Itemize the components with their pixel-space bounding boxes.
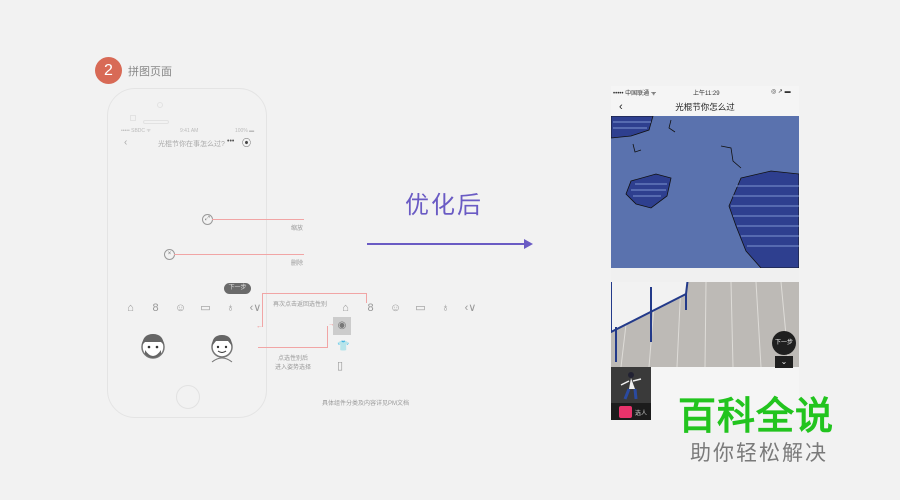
status-carrier: ••••• 中国联通 ᯤ (613, 91, 657, 97)
scene-floor-edge (611, 268, 799, 282)
face-icon[interactable]: ☺ (174, 302, 187, 314)
delete-leader-line (174, 254, 304, 255)
optimized-label: 优化后 (405, 192, 483, 219)
status-time: 9:41 AM (180, 128, 199, 134)
sub-category-face-selected[interactable]: ◉ (333, 317, 351, 335)
next-step-button[interactable]: 下一步 (224, 283, 251, 294)
expand-icon[interactable]: ‹∨ (464, 302, 477, 314)
person-icon[interactable]: 8 (152, 302, 159, 314)
item-icon[interactable]: ♁ (441, 302, 450, 314)
watermark-title: 百科全说 (678, 396, 835, 438)
phone-frame-before (107, 88, 267, 418)
phone-screen-after: ••••• 中国联通 ᯤ 上午11:29 ◎ ↗ ▬ ‹ 光棍节你怎么过 (611, 86, 799, 420)
character-thumbnail[interactable] (611, 367, 651, 403)
enter-pose-annotation: 进入姿势选择 (275, 365, 312, 371)
pants-icon[interactable]: ▯ (337, 360, 344, 372)
reselect-line-left (262, 293, 263, 327)
arrow-left-icon: ← (256, 323, 263, 330)
status-time: 上午11:29 (693, 91, 720, 97)
home-icon[interactable]: ⌂ (342, 302, 349, 314)
step-title: 拼图页面 (128, 66, 172, 78)
brick-wall-illustration (611, 115, 799, 269)
home-button (176, 385, 200, 409)
home-icon[interactable]: ⌂ (127, 302, 134, 314)
scene-floor (611, 250, 799, 368)
status-battery: ◎ ↗ ▬ (771, 89, 791, 95)
person-icon[interactable]: 8 (367, 302, 374, 314)
furniture-icon[interactable]: ▭ (415, 302, 426, 314)
furniture-icon[interactable]: ▭ (200, 302, 211, 314)
phone-sensor (157, 102, 163, 108)
delete-annotation: 删除 (291, 261, 304, 267)
phone-camera (130, 115, 136, 121)
item-icon[interactable]: ♁ (226, 302, 235, 314)
back-icon[interactable]: ‹ (124, 137, 128, 148)
nav-bar-after: ‹ 光棍节你怎么过 (611, 98, 799, 116)
zoom-annotation: 缩放 (291, 226, 304, 232)
transition-arrow-line (367, 243, 525, 245)
select-person-icon[interactable] (619, 406, 632, 418)
phone-speaker (143, 120, 169, 124)
nav-title: 光棍节你怎么过 (675, 102, 735, 112)
record-icon[interactable]: ⦿ (242, 138, 252, 148)
status-battery: 100% ▬ (235, 128, 255, 134)
step-number-badge: 2 (95, 57, 122, 84)
next-step-button[interactable]: 下一步 (772, 331, 796, 355)
male-face-icon[interactable] (137, 330, 169, 362)
reselect-annotation: 再次点击返回选性别 (273, 302, 328, 308)
status-carrier: ••••• SBDC ᯤ (121, 128, 151, 134)
select-person-label: 选人 (635, 411, 648, 417)
collapse-chevron-icon[interactable]: ⌄ (775, 356, 793, 368)
scene-wall-image (611, 115, 799, 269)
status-bar-after: ••••• 中国联通 ᯤ 上午11:29 ◎ ↗ ▬ (611, 86, 799, 98)
arrow-right-icon (524, 239, 533, 249)
face-icon[interactable]: ☺ (389, 302, 402, 314)
reselect-line-top (262, 293, 366, 294)
reselect-line-right (366, 293, 367, 303)
shirt-icon[interactable]: 👕 (337, 341, 350, 352)
pose-line-up (327, 326, 328, 348)
zoom-leader-line (212, 219, 304, 220)
expand-icon[interactable]: ‹∨ (249, 302, 262, 314)
female-face-icon[interactable] (206, 332, 238, 364)
category-bar-before: ⌂ 8 ☺ ▭ ♁ ‹∨ (118, 301, 268, 314)
dancing-figure-icon (620, 372, 642, 400)
category-bar-right: ⌂ 8 ☺ ▭ ♁ ‹∨ (333, 301, 483, 314)
more-icon[interactable]: ••• (227, 138, 235, 145)
after-gender-annotation: 点选性别后 (278, 356, 309, 362)
footer-note: 具体组件分类及内容详见PM文档 (322, 401, 410, 407)
watermark-subtitle: 助你轻松解决 (690, 442, 828, 465)
pose-line-bottom (258, 347, 328, 348)
arrow-right-icon: → (328, 321, 335, 328)
bed-illustration (611, 250, 790, 368)
nav-title: 光棍节你在事怎么过? (158, 141, 225, 148)
back-icon[interactable]: ‹ (619, 101, 623, 113)
